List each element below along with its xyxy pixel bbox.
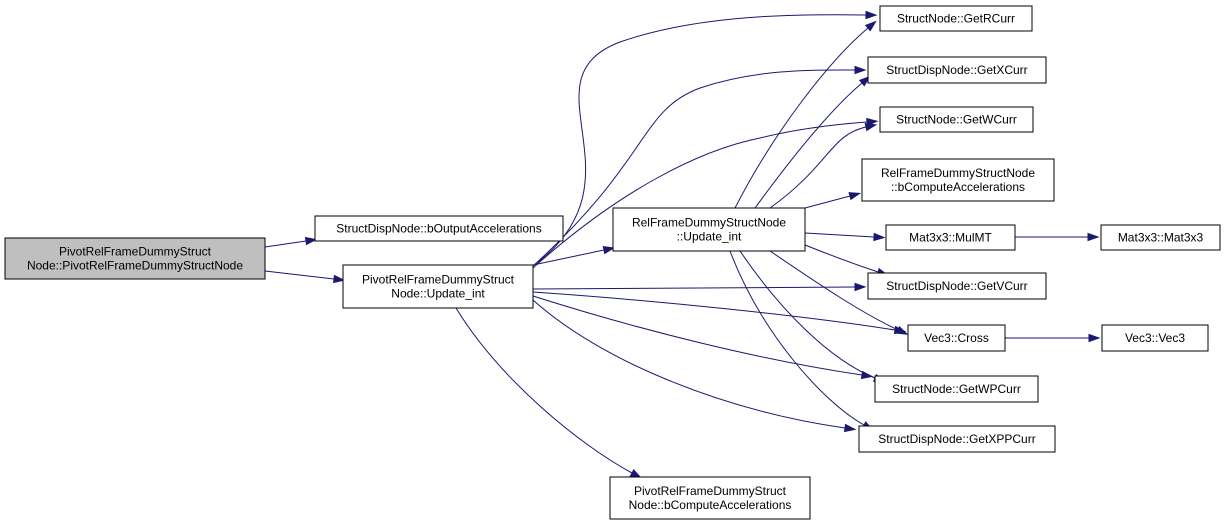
edge-relUpdate-to-getVCurr	[804, 244, 889, 276]
node-label: PivotRelFrameDummyStruct	[59, 245, 212, 259]
node-label: StructNode::GetRCurr	[897, 12, 1015, 26]
graph-node-mat3x3[interactable]: Mat3x3::Mat3x3	[1100, 224, 1221, 251]
node-label: PivotRelFrameDummyStruct	[634, 484, 787, 498]
graph-node-mulMT[interactable]: Mat3x3::MulMT	[885, 224, 1016, 251]
node-label: ::Update_int	[677, 230, 742, 244]
graph-node-getWPCurr[interactable]: StructNode::GetWPCurr	[874, 375, 1039, 403]
edge-relUpdate-to-mulMT	[804, 232, 886, 242]
graph-node-root[interactable]: PivotRelFrameDummyStructNode::PivotRelFr…	[4, 237, 266, 280]
node-label: Node::PivotRelFrameDummyStructNode	[27, 259, 243, 273]
edge-pivotUpdate-to-getXCurr	[532, 65, 867, 267]
edge-relUpdate-to-getRCurr	[734, 20, 877, 209]
call-nodes: PivotRelFrameDummyStructNode::PivotRelFr…	[4, 5, 1221, 520]
graph-node-relBCompute[interactable]: RelFrameDummyStructNode::bComputeAcceler…	[861, 158, 1055, 202]
node-label: StructDispNode::bOutputAccelerations	[336, 222, 541, 236]
graph-node-vec3[interactable]: Vec3::Vec3	[1101, 324, 1209, 352]
edge-pivotUpdate-to-pivotBCompute	[455, 307, 643, 479]
node-label: ::bComputeAccelerations	[891, 180, 1025, 194]
edge-root-to-pivotUpdate	[264, 270, 346, 284]
graph-node-cross[interactable]: Vec3::Cross	[907, 324, 1006, 352]
graph-node-getXPPCurr[interactable]: StructDispNode::GetXPPCurr	[858, 425, 1056, 453]
node-label: Node::Update_int	[391, 287, 485, 301]
edge-cross-to-vec3	[1005, 333, 1101, 343]
node-label: Vec3::Vec3	[1125, 331, 1185, 345]
edge-pivotUpdate-to-getRCurr	[532, 10, 878, 267]
node-label: StructDispNode::GetXCurr	[886, 63, 1027, 77]
edge-relUpdate-to-getXCurr	[754, 75, 871, 209]
edge-relUpdate-to-getWCurr	[769, 123, 878, 209]
graph-node-relUpdate[interactable]: RelFrameDummyStructNode::Update_int	[612, 207, 806, 252]
node-label: StructDispNode::GetXPPCurr	[878, 432, 1035, 446]
edge-pivotUpdate-to-getVCurr	[532, 282, 867, 292]
edge-root-to-bOutputAcc	[264, 236, 318, 248]
node-label: Vec3::Cross	[924, 331, 989, 345]
edge-pivotUpdate-to-getXPPCurr	[532, 299, 857, 433]
graph-node-pivotUpdate[interactable]: PivotRelFrameDummyStructNode::Update_int	[342, 264, 534, 309]
graph-node-pivotBCompute[interactable]: PivotRelFrameDummyStructNode::bComputeAc…	[609, 476, 811, 520]
edge-relUpdate-to-relBCompute	[804, 192, 862, 209]
node-label: PivotRelFrameDummyStruct	[362, 273, 515, 287]
edge-mulMT-to-mat3x3	[1015, 232, 1100, 242]
graph-node-getXCurr[interactable]: StructDispNode::GetXCurr	[867, 56, 1047, 84]
edge-relUpdate-to-getWPCurr	[739, 250, 886, 383]
edge-relUpdate-to-cross	[769, 250, 909, 335]
graph-node-getVCurr[interactable]: StructDispNode::GetVCurr	[867, 272, 1047, 300]
node-label: Mat3x3::MulMT	[909, 231, 992, 245]
edge-relUpdate-to-getXPPCurr	[729, 250, 875, 431]
node-label: Node::bComputeAccelerations	[629, 498, 792, 512]
call-edges	[264, 10, 1101, 479]
node-label: RelFrameDummyStructNode	[881, 166, 1035, 180]
node-label: StructDispNode::GetVCurr	[886, 279, 1027, 293]
node-label: StructNode::GetWCurr	[896, 113, 1017, 127]
node-label: Mat3x3::Mat3x3	[1118, 231, 1204, 245]
node-label: StructNode::GetWPCurr	[892, 382, 1021, 396]
graph-node-getRCurr[interactable]: StructNode::GetRCurr	[879, 5, 1033, 32]
node-label: RelFrameDummyStructNode	[632, 216, 786, 230]
graph-node-bOutputAcc[interactable]: StructDispNode::bOutputAccelerations	[314, 215, 564, 242]
graph-node-getWCurr[interactable]: StructNode::GetWCurr	[879, 106, 1034, 133]
edge-pivotUpdate-to-relUpdate	[532, 245, 616, 266]
